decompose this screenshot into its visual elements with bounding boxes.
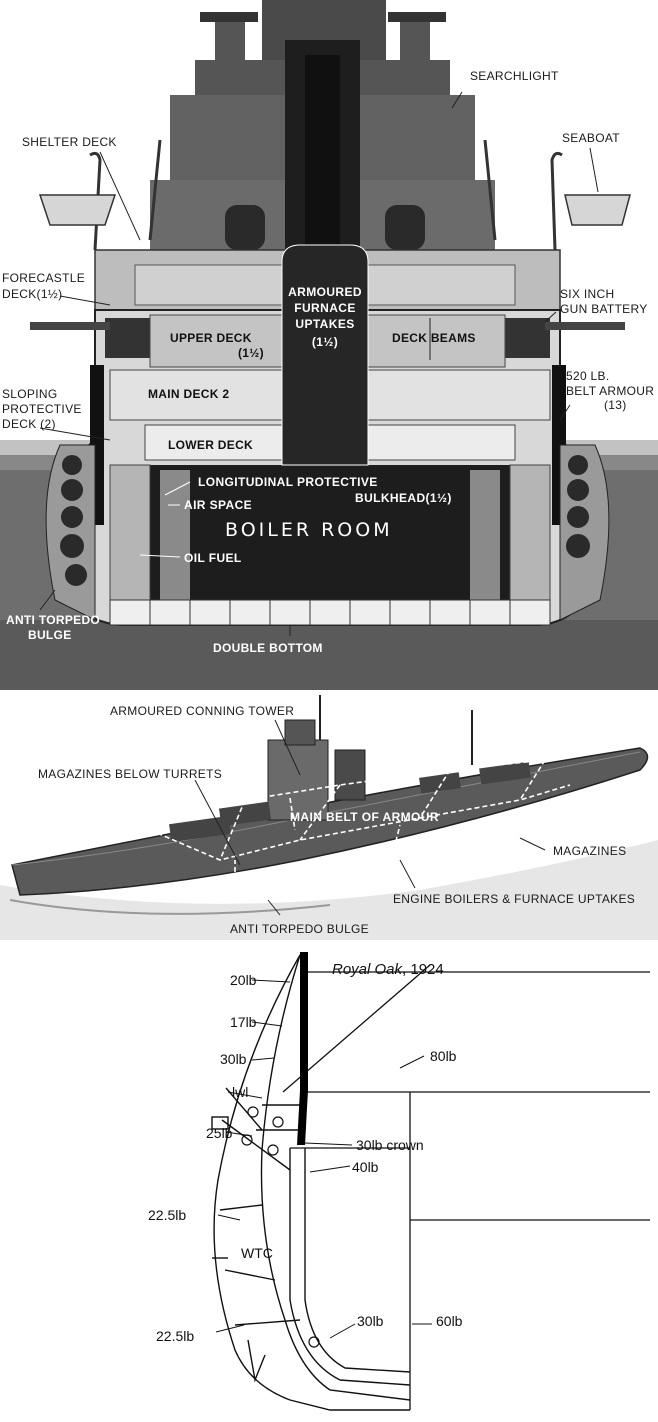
label-22-5lb-lower: 22.5lb [156, 1328, 194, 1344]
label-boiler-room: BOILER ROOM [225, 519, 393, 541]
label-longitudinal-1: LONGITUDINAL PROTECTIVE [198, 475, 378, 489]
label-lwl: lwl [232, 1084, 248, 1100]
label-sloping-2: PROTECTIVE [2, 402, 82, 416]
label-20lb: 20lb [230, 972, 257, 988]
furnace-uptakes [281, 244, 369, 466]
label-conning-tower: ARMOURED CONNING TOWER [110, 704, 294, 718]
boiler-room [150, 465, 510, 605]
ship-perspective-illustration: ARMOURED CONNING TOWER MAGAZINES BELOW T… [0, 690, 658, 940]
label-upper-deck-thickness: (1½) [238, 346, 264, 360]
label-17lb: 17lb [230, 1014, 257, 1030]
label-oil-fuel: OIL FUEL [184, 551, 242, 565]
midship-section-illustration: SEARCHLIGHT SHELTER DECK SEABOAT FORECAS… [0, 0, 658, 690]
label-engine-boilers: ENGINE BOILERS & FURNACE UPTAKES [393, 892, 635, 906]
six-inch-guns [30, 318, 625, 358]
label-armoured-furnace-1: ARMOURED [288, 285, 362, 299]
label-air-space: AIR SPACE [184, 498, 252, 512]
main-belt-armour [300, 952, 308, 1090]
title-ship-name: Royal Oak [332, 961, 404, 978]
superstructure [150, 0, 495, 255]
label-anti-torpedo-1: ANTI TORPEDO [6, 613, 100, 627]
royal-oak-armour-diagram: Royal Oak, 1924 20lb 17lb 30lb lwl 25lb … [0, 940, 658, 1422]
hull-and-bulge-outline [211, 954, 411, 1411]
double-bottom [109, 599, 551, 626]
label-magazines-below-turrets: MAGAZINES BELOW TURRETS [38, 767, 222, 781]
label-longitudinal-2: BULKHEAD(1½) [355, 491, 452, 505]
label-22-5lb-upper: 22.5lb [148, 1207, 186, 1223]
label-armoured-furnace-3: UPTAKES [295, 317, 354, 331]
label-armoured-furnace-2: FURNACE [294, 301, 355, 315]
label-forecastle-deck: FORECASTLE [2, 271, 85, 285]
label-sloping-3: DECK (2) [2, 417, 56, 431]
label-belt-2: BELT ARMOUR [566, 384, 654, 398]
label-wtc: WTC [241, 1245, 273, 1261]
internal-compartments [282, 964, 650, 1410]
label-seaboat: SEABOAT [562, 131, 620, 145]
label-six-inch-gun-1: SIX INCH [560, 287, 614, 301]
label-magazines: MAGAZINES [553, 844, 626, 858]
label-upper-deck: UPPER DECK [170, 331, 252, 345]
label-deck-beams: DECK BEAMS [392, 331, 476, 345]
label-30lb-upper: 30lb [220, 1051, 247, 1067]
label-searchlight: SEARCHLIGHT [470, 69, 559, 83]
label-shelter-deck: SHELTER DECK [22, 135, 117, 149]
label-double-bottom: DOUBLE BOTTOM [213, 641, 323, 655]
title-year: , 1924 [402, 961, 444, 978]
anti-torpedo-bulge [45, 444, 610, 621]
label-armoured-furnace-4: (1½) [312, 335, 338, 349]
label-anti-torpedo-bulge: ANTI TORPEDO BULGE [230, 922, 369, 936]
label-30lb-crown: 30lb crown [356, 1137, 424, 1153]
ship-superstructure [169, 695, 531, 843]
label-main-deck: MAIN DECK 2 [148, 387, 229, 401]
label-sloping-1: SLOPING [2, 387, 57, 401]
label-anti-torpedo-2: BULGE [28, 628, 72, 642]
label-belt-3: (13) [604, 398, 627, 412]
seaboats [38, 139, 631, 251]
label-lower-deck: LOWER DECK [168, 438, 253, 452]
label-25lb: 25lb [206, 1125, 233, 1141]
label-belt-1: 520 LB. [566, 369, 609, 383]
label-80lb: 80lb [430, 1048, 457, 1064]
label-40lb: 40lb [352, 1159, 379, 1175]
label-forecastle-deck-thickness: DECK(1½) [2, 287, 62, 301]
diagram-title: Royal Oak, 1924 [332, 961, 444, 978]
label-30lb-lower: 30lb [357, 1313, 384, 1329]
label-main-belt: MAIN BELT OF ARMOUR [290, 810, 439, 824]
label-six-inch-gun-2: GUN BATTERY [560, 302, 648, 316]
label-60lb: 60lb [436, 1313, 463, 1329]
